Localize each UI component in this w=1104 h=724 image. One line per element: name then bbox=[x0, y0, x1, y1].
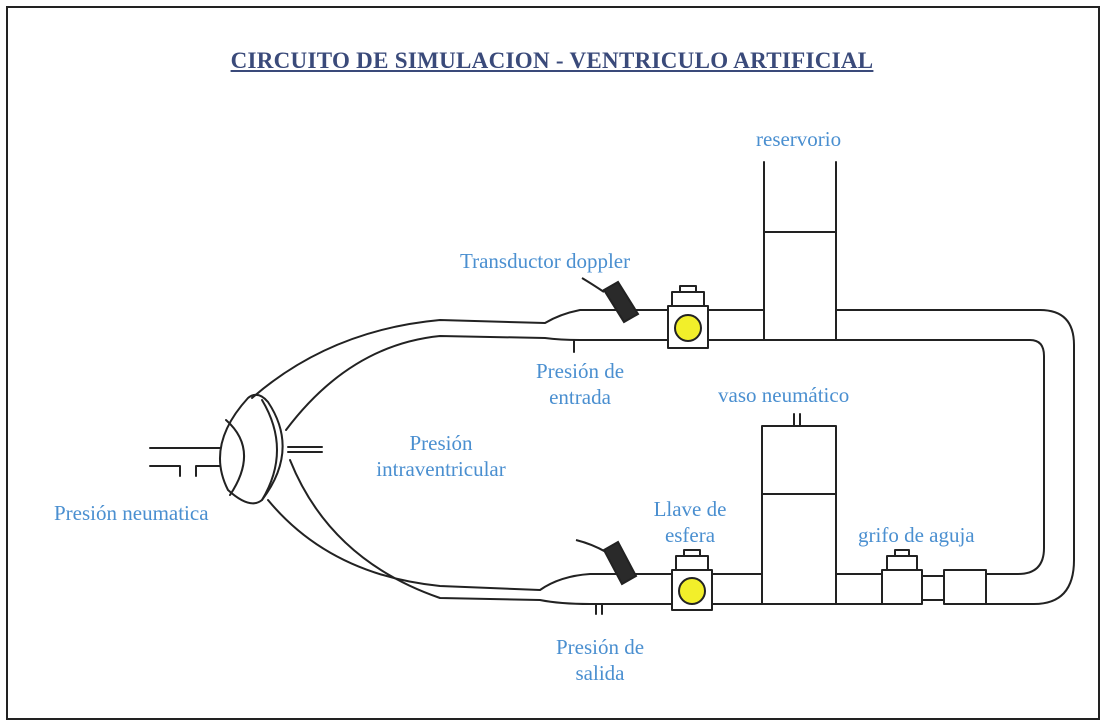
upper-doppler-transducer bbox=[581, 277, 640, 324]
label-llave-esfera-line1: Llave de bbox=[653, 497, 727, 521]
diagram-title: CIRCUITO DE SIMULACION - VENTRICULO ARTI… bbox=[230, 48, 874, 73]
label-presion-salida: Presión de salida bbox=[540, 634, 660, 686]
label-presion-intraventricular-line1: Presión bbox=[409, 431, 473, 455]
ventricle-inner bbox=[261, 399, 278, 501]
label-transductor-doppler: Transductor doppler bbox=[460, 249, 631, 273]
ventricle-membrane bbox=[225, 419, 245, 496]
intraventricular-port bbox=[287, 446, 323, 453]
label-presion-entrada-line2: entrada bbox=[549, 385, 611, 409]
inflow-tube-outer bbox=[251, 309, 669, 399]
label-llave-esfera-line2: esfera bbox=[664, 523, 716, 547]
lower-valve-ball bbox=[678, 577, 706, 605]
lower-ball-valve-cap bbox=[675, 555, 709, 571]
pipe-vessel-to-needle bbox=[835, 573, 883, 605]
ventricle-sac bbox=[219, 393, 284, 505]
label-grifo-aguja: grifo de aguja bbox=[858, 523, 975, 547]
pneumatic-line bbox=[149, 447, 221, 477]
upper-valve-ball bbox=[674, 314, 702, 342]
lower-pipe-to-vessel bbox=[711, 573, 763, 605]
label-llave-esfera: Llave de esfera bbox=[640, 496, 740, 548]
pneumatic-vessel bbox=[761, 425, 837, 605]
return-loop-inner bbox=[835, 339, 1045, 575]
outflow-pressure-port bbox=[595, 603, 603, 615]
pneumatic-vessel-port bbox=[793, 413, 801, 427]
diagram-frame bbox=[6, 6, 1100, 720]
outflow-tube-outer bbox=[267, 499, 673, 591]
label-presion-salida-line2: salida bbox=[575, 661, 625, 685]
label-presion-entrada-line1: Presión de bbox=[535, 359, 625, 383]
label-presion-intraventricular: Presión intraventricular bbox=[356, 430, 526, 482]
label-presion-salida-line1: Presión de bbox=[555, 635, 645, 659]
return-loop-outer bbox=[835, 309, 1075, 605]
upper-ball-valve-cap bbox=[671, 291, 705, 307]
reservoir bbox=[763, 161, 837, 341]
label-presion-intraventricular-line2: intraventricular bbox=[376, 457, 506, 481]
upper-pipe-to-reservoir bbox=[707, 309, 765, 341]
inflow-tube-inner bbox=[285, 335, 669, 431]
label-vaso-neumatico: vaso neumático bbox=[718, 383, 850, 407]
outflow-tube-inner bbox=[289, 459, 673, 605]
lower-doppler-transducer bbox=[575, 539, 638, 586]
label-reservorio: reservorio bbox=[756, 127, 842, 151]
needle-valve-cap bbox=[886, 555, 918, 571]
label-presion-entrada: Presión de entrada bbox=[520, 358, 640, 410]
label-presion-neumatica: Presión neumatica bbox=[54, 501, 209, 525]
needle-valve-connector bbox=[921, 575, 945, 601]
needle-valve-body bbox=[881, 569, 923, 605]
needle-valve-coupler bbox=[943, 569, 987, 605]
